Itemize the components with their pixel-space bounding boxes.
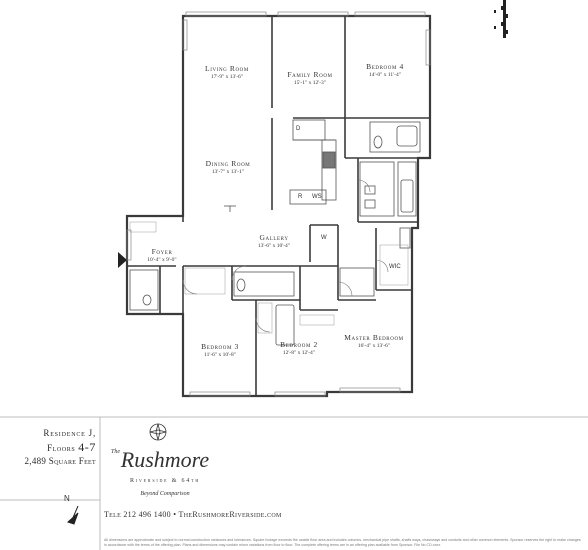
north-arrow-icon: [67, 505, 79, 525]
brand-tagline: Beyond Comparison: [140, 491, 190, 497]
bath-fixtures: [129, 121, 421, 346]
room-dimensions: 11'-6" x 10'-8": [204, 352, 236, 358]
room-living: Living Room 17'-9" x 13'-6": [167, 64, 287, 80]
walk-in-closet-label: WIC: [389, 264, 401, 270]
room-dimensions: 17'-9" x 13'-6": [210, 74, 244, 80]
room-bedroom-2: Bedroom 2 12'-8" x 12'-4": [239, 340, 359, 356]
rosette-logo: [149, 423, 167, 441]
interior-walls: [127, 16, 430, 396]
kitchen-counters: [289, 119, 337, 205]
room-name: Bedroom 2: [280, 340, 318, 349]
room-dimensions: 13'-7" x 13'-1": [211, 169, 245, 175]
residence-name: Residence J,: [43, 428, 96, 438]
dishwasher-label: D: [296, 126, 301, 132]
room-gallery: Gallery 13'-6" x 10'-4": [214, 233, 334, 249]
floors-value: 4-7: [78, 440, 96, 454]
room-name: Dining Room: [205, 159, 251, 168]
entry-arrow: [118, 252, 127, 268]
room-master-bedroom: Master Bedroom 16'-4" x 13'-6": [314, 333, 434, 349]
room-dining: Dining Room 13'-7" x 13'-1": [168, 159, 288, 175]
residence-square-feet: 2,489 Square Feet: [24, 456, 96, 466]
room-dimensions: 13'-6" x 10'-4": [257, 243, 291, 249]
room-foyer: Foyer 10'-4" x 9'-0": [102, 247, 222, 263]
floors-prefix: Floors: [47, 443, 76, 453]
wine-storage-label: WS: [312, 194, 322, 200]
room-name: Gallery: [259, 233, 289, 242]
room-family: Family Room 15'-1" x 12'-3": [250, 70, 370, 86]
room-bedroom-3: Bedroom 3 11'-6" x 10'-8": [160, 342, 280, 358]
refrigerator-label: R: [298, 194, 303, 200]
brand-the: The: [111, 449, 120, 455]
compass-north-label: N: [64, 494, 70, 503]
room-name: Master Bedroom: [344, 333, 404, 342]
room-name: Family Room: [287, 70, 333, 79]
room-bedroom-4: Bedroom 4 14'-0" x 11'-4": [325, 62, 445, 78]
room-name: Bedroom 4: [366, 62, 404, 71]
residence-floors: Floors 4-7: [47, 440, 96, 455]
room-dimensions: 16'-4" x 13'-6": [357, 343, 391, 349]
washer-label: W: [321, 235, 327, 241]
room-name: Living Room: [205, 64, 249, 73]
room-dimensions: 15'-1" x 12'-3": [293, 80, 327, 86]
brand-subtitle: Riverside & 64th: [129, 478, 201, 484]
legal-disclaimer: All dimensions are approximate and subje…: [104, 538, 581, 547]
contact-line: Tele 212 496 1400 • TheRushmoreRiverside…: [104, 510, 282, 519]
site-edge-marks: [494, 0, 508, 38]
room-dimensions: 10'-4" x 9'-0": [147, 257, 177, 263]
column-mark: [224, 205, 236, 212]
room-name: Bedroom 3: [201, 342, 239, 351]
window-marks: [126, 11, 431, 397]
door-swings: [182, 179, 389, 333]
room-dimensions: 14'-0" x 11'-4": [369, 72, 401, 78]
room-dimensions: 12'-8" x 12'-4": [282, 350, 316, 356]
room-name: Foyer: [151, 247, 173, 256]
brand-logo-text: Rushmore: [120, 447, 210, 472]
closet-hatching: [129, 221, 409, 334]
